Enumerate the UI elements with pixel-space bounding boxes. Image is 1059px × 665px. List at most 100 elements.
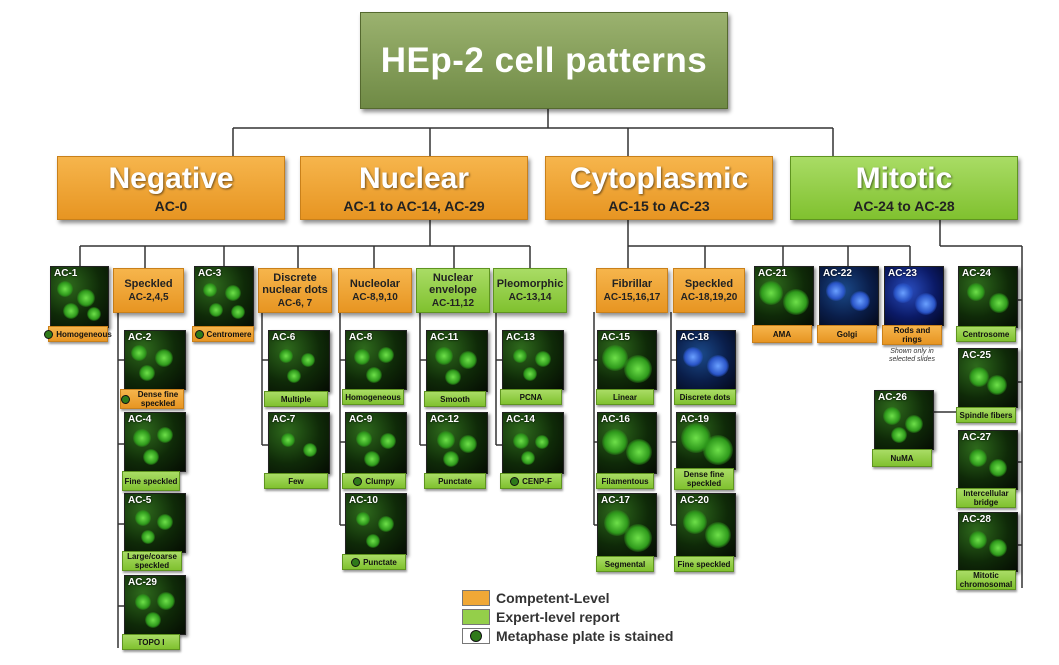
- category-cytoplasmic-name: Cytoplasmic: [569, 161, 749, 195]
- subgroup-fibrillar: Fibrillar AC-15,16,17: [596, 268, 668, 313]
- ac-26-label: NuMA: [872, 449, 932, 467]
- ac-22-code: AC-22: [823, 268, 852, 279]
- ac-10-label: Punctate: [342, 554, 406, 570]
- ac-7-image: AC-7: [268, 412, 330, 474]
- ac-21-label-text: AMA: [772, 329, 792, 339]
- ac-10-image: AC-10: [345, 493, 407, 555]
- ac-16-label: Filamentous: [596, 473, 654, 489]
- ac-4-label-text: Fine speckled: [124, 476, 178, 486]
- ac-20-label-text: Fine speckled: [677, 559, 731, 569]
- ac-17-label: Segmental: [596, 556, 654, 572]
- ac-13-image: AC-13: [502, 330, 564, 390]
- ac-23-note: Shown only in selected slides: [889, 348, 935, 363]
- ac-15-label: Linear: [596, 389, 654, 405]
- ac-24-label: Centrosome: [956, 326, 1016, 342]
- subgroup-fibrillar-code: AC-15,16,17: [603, 291, 661, 303]
- ac-27-image: AC-27: [958, 430, 1018, 490]
- ac-2-label: Dense fine speckled: [120, 389, 184, 409]
- ac-21-label: AMA: [752, 325, 812, 343]
- subgroup-nuclear-envelope-name: Nuclear envelope: [429, 271, 477, 296]
- ac-17-image: AC-17: [597, 493, 657, 557]
- ac-22-label-text: Golgi: [836, 329, 858, 339]
- ac-7-code: AC-7: [272, 414, 296, 425]
- ac-26-image: AC-26: [874, 390, 934, 450]
- metaphase-icon: [44, 329, 54, 339]
- ac-13-label: PCNA: [500, 389, 562, 405]
- ac-15-label-text: Linear: [612, 392, 637, 402]
- ac-22-label: Golgi: [817, 325, 877, 343]
- ac-20-code: AC-20: [680, 495, 709, 506]
- ac-3-code: AC-3: [198, 268, 222, 279]
- ac-8-label-text: Homogeneous: [345, 392, 401, 402]
- category-cytoplasmic-code: AC-15 to AC-23: [608, 197, 710, 214]
- ac-16-label-text: Filamentous: [601, 476, 649, 486]
- ac-23-label-text: Rods and rings: [893, 326, 931, 344]
- ac-10-code: AC-10: [349, 495, 378, 506]
- competent-swatch: [462, 590, 490, 606]
- subgroup-nucleolar-name: Nucleolar: [349, 277, 401, 290]
- legend-competent: Competent-Level: [462, 590, 610, 606]
- ac-11-code: AC-11: [430, 332, 459, 343]
- ac-2-code: AC-2: [128, 332, 152, 343]
- ac-1-label-text: Homogeneous: [56, 329, 112, 339]
- ac-16-code: AC-16: [601, 414, 630, 425]
- ac-20-label: Fine speckled: [674, 556, 734, 572]
- ac-18-code: AC-18: [680, 332, 709, 343]
- legend-competent-text: Competent-Level: [496, 590, 610, 606]
- category-mitotic: Mitotic AC-24 to AC-28: [790, 156, 1018, 220]
- category-mitotic-code: AC-24 to AC-28: [853, 197, 955, 214]
- ac-4-label: Fine speckled: [122, 471, 180, 491]
- subgroup-speckled-nuclear-name: Speckled: [124, 277, 173, 290]
- ac-6-label-text: Multiple: [280, 394, 312, 404]
- legend-metaphase-text: Metaphase plate is stained: [496, 628, 674, 644]
- category-negative-code: AC-0: [154, 197, 188, 214]
- subgroup-pleomorphic-code: AC-13,14: [508, 291, 552, 303]
- ac-19-image: AC-19: [676, 412, 736, 470]
- ac-1-image: AC-1: [50, 266, 109, 328]
- ac-9-image: AC-9: [345, 412, 407, 474]
- metaphase-icon: [353, 476, 363, 486]
- ac-8-label: Homogeneous: [342, 389, 404, 405]
- ac-27-label-text: Intercellular bridge: [963, 489, 1009, 507]
- subgroup-speckled-cytoplasmic: Speckled AC-18,19,20: [673, 268, 745, 313]
- subgroup-speckled-nuclear: Speckled AC-2,4,5: [113, 268, 184, 313]
- ac-27-label: Intercellular bridge: [956, 488, 1016, 508]
- ac-28-label-text: Mitotic chromosomal: [959, 571, 1013, 589]
- ac-20-image: AC-20: [676, 493, 736, 557]
- subgroup-speckled-cytoplasmic-code: AC-18,19,20: [680, 291, 738, 303]
- ac-12-label: Punctate: [424, 473, 486, 489]
- category-nuclear-name: Nuclear: [358, 161, 470, 195]
- ac-26-label-text: NuMA: [890, 453, 914, 463]
- ac-17-label-text: Segmental: [604, 559, 646, 569]
- ac-22-image: AC-22: [819, 266, 879, 326]
- subgroup-fibrillar-name: Fibrillar: [611, 277, 653, 290]
- ac-27-code: AC-27: [962, 432, 991, 443]
- ac-19-code: AC-19: [680, 414, 709, 425]
- ac-10-label-text: Punctate: [363, 557, 397, 567]
- subgroup-speckled-cytoplasmic-name: Speckled: [684, 277, 734, 290]
- metaphase-icon: [510, 476, 520, 486]
- ac-12-label-text: Punctate: [438, 476, 472, 486]
- ac-25-image: AC-25: [958, 348, 1018, 408]
- ac-1-label: Homogeneous: [44, 326, 112, 342]
- ac-23-label: Rods and rings: [882, 325, 942, 345]
- ac-14-label-text: CENP-F: [522, 476, 552, 486]
- ac-16-image: AC-16: [597, 412, 657, 474]
- category-negative: Negative AC-0: [57, 156, 285, 220]
- ac-15-image: AC-15: [597, 330, 657, 390]
- category-cytoplasmic: Cytoplasmic AC-15 to AC-23: [545, 156, 773, 220]
- ac-26-code: AC-26: [878, 392, 907, 403]
- ac-25-code: AC-25: [962, 350, 991, 361]
- ac-1-code: AC-1: [54, 268, 78, 279]
- category-mitotic-name: Mitotic: [855, 161, 953, 195]
- category-nuclear-code: AC-1 to AC-14, AC-29: [343, 197, 485, 214]
- ac-29-label-text: TOPO I: [137, 637, 165, 647]
- ac-18-image: AC-18: [676, 330, 736, 390]
- ac-21-code: AC-21: [758, 268, 787, 279]
- ac-5-label: Large/coarse speckled: [122, 551, 182, 571]
- ac-8-image: AC-8: [345, 330, 407, 390]
- ac-24-code: AC-24: [962, 268, 991, 279]
- subgroup-nucleolar: Nucleolar AC-8,9,10: [338, 268, 412, 313]
- ac-28-image: AC-28: [958, 512, 1018, 572]
